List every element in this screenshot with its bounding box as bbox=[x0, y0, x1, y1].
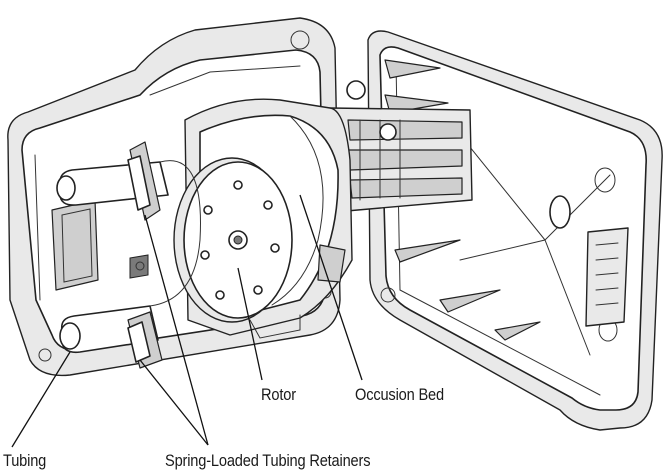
tubing-retainers bbox=[127, 141, 163, 369]
leader-rotor bbox=[237, 267, 263, 381]
leader-tubing bbox=[11, 351, 71, 448]
leader-retainer-lower bbox=[139, 359, 209, 446]
rotor bbox=[173, 157, 293, 323]
occlusion-bed-label: Occusion Bed bbox=[355, 385, 444, 404]
retainers-label: Spring-Loaded Tubing Retainers bbox=[165, 451, 371, 470]
hinge-assembly bbox=[329, 80, 473, 213]
right-housing bbox=[367, 30, 663, 431]
leader-retainer-upper bbox=[144, 214, 209, 446]
rotor-label: Rotor bbox=[261, 385, 296, 404]
leader-lines bbox=[11, 194, 363, 448]
tubing-label: Tubing bbox=[3, 451, 47, 470]
leader-occlusion-bed bbox=[299, 194, 363, 381]
